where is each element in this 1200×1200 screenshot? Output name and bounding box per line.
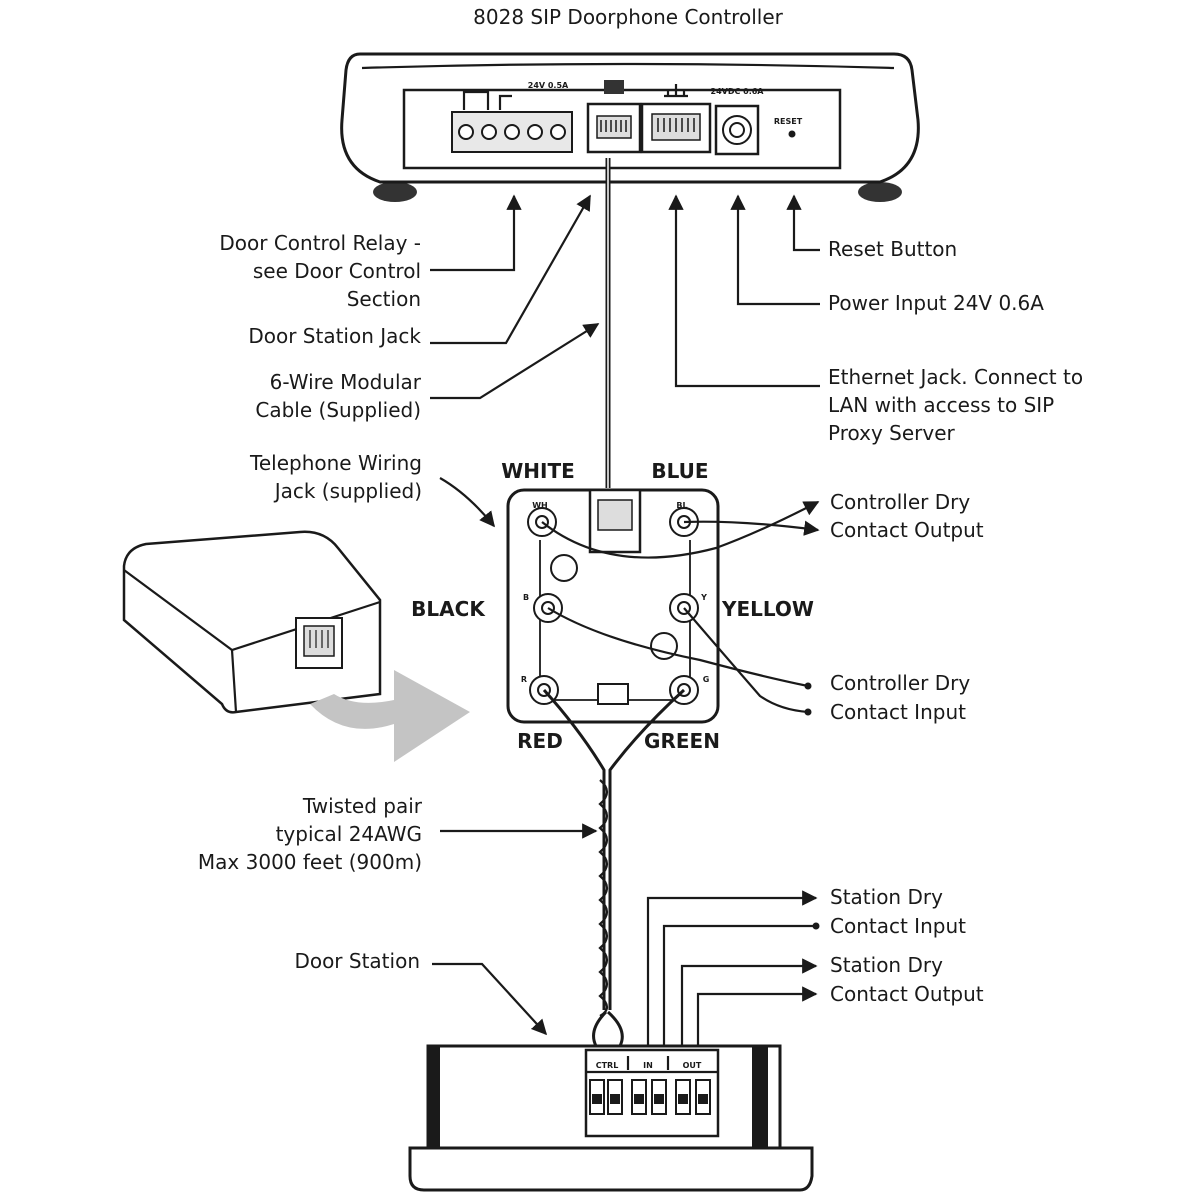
callout-door-jack-line1: Door Station Jack (248, 324, 421, 348)
door-station-unit: CTRL IN OUT (408, 1044, 814, 1192)
wire-label-yellow: YELLOW (721, 597, 814, 621)
callout-reset-button-line1: Reset Button (828, 237, 957, 261)
wiring-jack-illustration (122, 530, 470, 762)
callout-station-output-line2: Contact Output (830, 982, 984, 1006)
callout-twisted-pair-line2: typical 24AWG (276, 822, 422, 846)
callout-ethernet: Ethernet Jack. Connect to LAN with acces… (668, 194, 1083, 445)
callout-twisted-pair: Twisted pair typical 24AWG Max 3000 feet… (198, 794, 598, 874)
term-mark-r: R (521, 675, 527, 684)
callout-wiring-jack: Telephone Wiring Jack (supplied) (249, 451, 495, 528)
callout-ctrl-input: Controller Dry Contact Input (830, 671, 970, 724)
callout-ctrl-input-line2: Contact Input (830, 700, 966, 724)
callout-station-input-line2: Contact Input (830, 914, 966, 938)
callout-modular-cable: 6-Wire Modular Cable (Supplied) (255, 323, 600, 422)
callout-modular-cable-line1: 6-Wire Modular (270, 370, 422, 394)
relay-rating-text: 24V 0.5A (528, 81, 569, 90)
term-mark-wh: WH (532, 501, 548, 510)
callout-door-station-line1: Door Station (294, 949, 420, 973)
callout-door-jack: Door Station Jack (248, 194, 591, 348)
callout-wiring-jack-line2: Jack (supplied) (273, 479, 422, 503)
station-term-in: IN (643, 1061, 653, 1070)
callout-station-input-line1: Station Dry (830, 885, 943, 909)
callout-ctrl-output: Controller Dry Contact Output (830, 490, 984, 542)
term-mark-bl: BL (676, 501, 687, 510)
callout-door-relay-line2: see Door Control (253, 259, 421, 283)
term-mark-b: B (523, 593, 529, 602)
callout-reset-button: Reset Button (786, 194, 957, 261)
callout-twisted-pair-line1: Twisted pair (302, 794, 423, 818)
twisted-pair-cable (542, 688, 686, 1047)
callout-ctrl-output-line1: Controller Dry (830, 490, 970, 514)
term-mark-g: G (703, 675, 710, 684)
callout-modular-cable-line2: Cable (Supplied) (255, 398, 421, 422)
wire-label-white: WHITE (501, 459, 575, 483)
callout-wiring-jack-line1: Telephone Wiring (249, 451, 422, 475)
callout-door-relay-line1: Door Control Relay - (219, 231, 421, 255)
controller-unit: 24V 0.5A 24VDC 0.6A RESET (340, 52, 920, 202)
callout-door-relay-line3: Section (347, 287, 421, 311)
callout-station-output-line1: Station Dry (830, 953, 943, 977)
callout-power-input-line1: Power Input 24V 0.6A (828, 291, 1044, 315)
wire-label-black: BLACK (411, 597, 486, 621)
station-term-out: OUT (683, 1061, 702, 1070)
station-term-ctrl: CTRL (596, 1061, 619, 1070)
callout-ethernet-line3: Proxy Server (828, 421, 956, 445)
callout-ethernet-line2: LAN with access to SIP (828, 393, 1054, 417)
callout-station-output: Station Dry Contact Output (830, 953, 984, 1006)
callout-door-station: Door Station (294, 949, 548, 1036)
term-mark-y: Y (700, 593, 707, 602)
diagram-title: 8028 SIP Doorphone Controller (473, 5, 783, 29)
callout-station-input: Station Dry Contact Input (830, 885, 966, 938)
wiring-jack-plate: WH BL B Y R G (506, 488, 720, 724)
wire-label-green: GREEN (644, 729, 720, 753)
callout-power-input: Power Input 24V 0.6A (730, 194, 1044, 315)
callout-ctrl-output-line2: Contact Output (830, 518, 984, 542)
power-rating-text: 24VDC 0.6A (711, 87, 765, 96)
reset-label-text: RESET (774, 117, 803, 126)
callout-ctrl-input-line1: Controller Dry (830, 671, 970, 695)
wire-label-red: RED (517, 729, 563, 753)
wire-label-blue: BLUE (651, 459, 708, 483)
callout-ethernet-line1: Ethernet Jack. Connect to (828, 365, 1083, 389)
callout-twisted-pair-line3: Max 3000 feet (900m) (198, 850, 422, 874)
callout-door-relay: Door Control Relay - see Door Control Se… (219, 194, 522, 311)
